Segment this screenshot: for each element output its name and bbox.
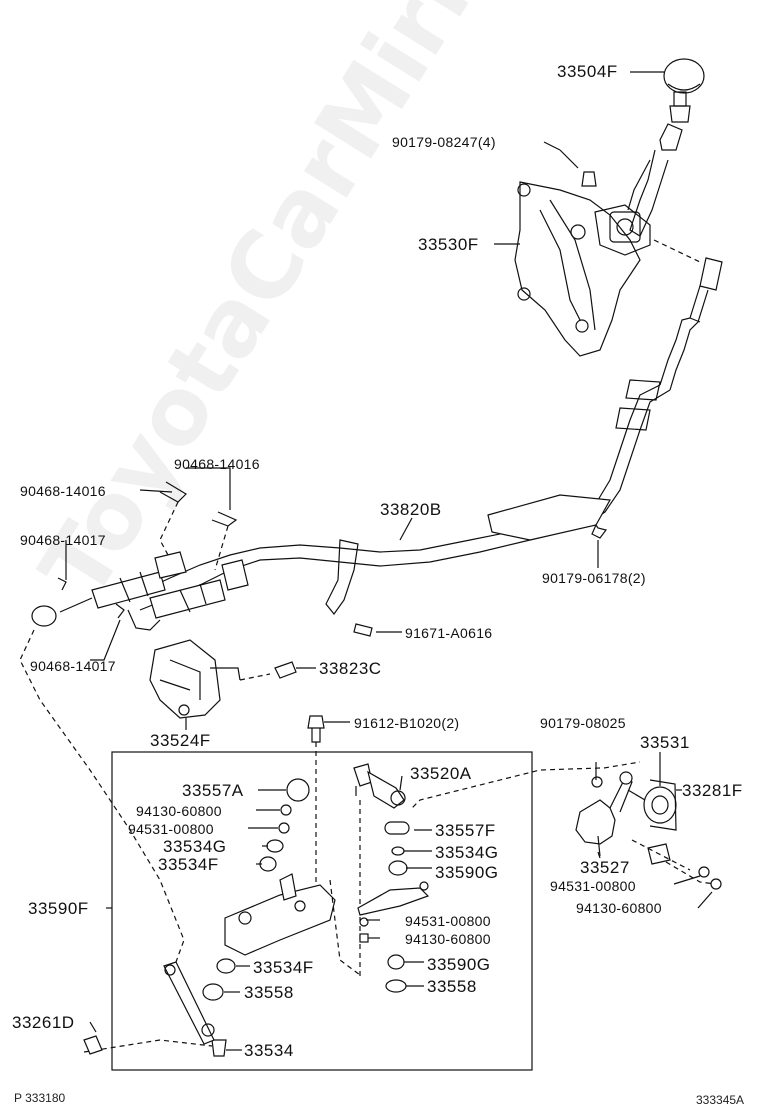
label-94531-00800-right: 94531-00800 [550, 878, 636, 894]
label-33524F: 33524F [150, 731, 211, 750]
label-33590G-upper: 33590G [435, 863, 499, 882]
label-94531-00800-left: 94531-00800 [128, 821, 214, 837]
label-33281F: 33281F [682, 781, 743, 800]
selecting-bellcrank [575, 771, 633, 857]
label-94130-60800-mid: 94130-60800 [405, 931, 491, 947]
cable-bracket-33524F [149, 639, 241, 719]
label-90179-06178: 90179-06178(2) [542, 570, 646, 586]
label-33820B: 33820B [380, 500, 442, 519]
part-33520A [353, 763, 406, 809]
label-33534F-upper: 33534F [158, 855, 219, 874]
label-33823C: 33823C [319, 659, 382, 678]
shift-lever-assembly [627, 58, 705, 237]
label-33558-right: 33558 [427, 977, 477, 996]
label-33557A: 33557A [182, 781, 244, 800]
cable-ends-left [31, 481, 249, 631]
label-33534G-right: 33534G [435, 843, 499, 862]
footer-left-code: P 333180 [14, 1091, 66, 1105]
label-94130-60800-left: 94130-60800 [136, 803, 222, 819]
footer-right-code: 333345A [696, 1093, 745, 1107]
label-90179-08025: 90179-08025 [540, 715, 626, 731]
label-33531: 33531 [640, 733, 690, 752]
label-33558-left: 33558 [244, 983, 294, 1002]
shift-bracket [514, 171, 651, 357]
dashed-line-clip2 [214, 525, 229, 571]
cable-end-upper [659, 257, 723, 391]
label-33534: 33534 [244, 1041, 294, 1060]
label-33530F: 33530F [418, 235, 479, 254]
lever-plate-right [357, 881, 430, 916]
dashed-line-bracket [653, 239, 701, 263]
leader-90468-14016b [186, 467, 231, 510]
label-33557F: 33557F [435, 821, 496, 840]
leader-90179-08247 [559, 149, 579, 169]
label-90468-14016: 90468-14016 [20, 483, 106, 499]
label-33261D: 33261D [12, 1013, 75, 1032]
dashed-line-clip1 [159, 501, 179, 556]
bolt-91671-A0616 [353, 623, 373, 637]
label-90179-08247: 90179-08247(4) [392, 134, 496, 150]
label-90468-14016-upper: 90468-14016 [174, 456, 260, 472]
label-94130-60800-right: 94130-60800 [576, 900, 662, 916]
bolt-91612-B1020 [307, 715, 325, 743]
label-33534G-left: 33534G [163, 837, 227, 856]
label-91612-B1020: 91612-B1020(2) [354, 715, 460, 731]
label-33527: 33527 [580, 858, 630, 877]
label-33590F: 33590F [28, 899, 89, 918]
nut-90179-06178 [591, 523, 608, 539]
selecting-lever-plate [224, 873, 336, 956]
shift-rod [163, 961, 215, 1045]
bushing-33281F [643, 779, 677, 831]
label-33504F: 33504F [557, 62, 618, 81]
label-90468-14017-upper: 90468-14017 [20, 532, 106, 548]
bolt-33823C [274, 661, 297, 679]
label-94531-00800-mid: 94531-00800 [405, 913, 491, 929]
label-90468-14017-lower: 90468-14017 [30, 658, 116, 674]
clip-33261D [83, 1035, 103, 1055]
label-91671-A0616: 91671-A0616 [405, 625, 493, 641]
label-33520A: 33520A [410, 764, 472, 783]
label-33590G-lower: 33590G [427, 955, 491, 974]
label-33534F-lower: 33534F [253, 958, 314, 977]
sub-assembly-frame [111, 751, 533, 1071]
